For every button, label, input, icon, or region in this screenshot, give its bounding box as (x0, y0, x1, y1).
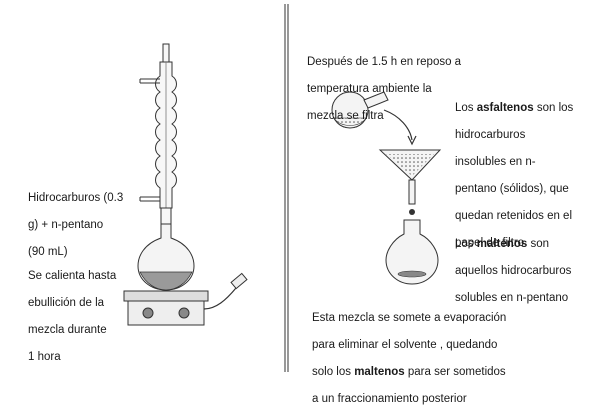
procedure-diagram (123, 4, 442, 372)
evaporation-label: Esta mezcla se somete a evaporación para… (312, 298, 506, 420)
pour-arrow (383, 109, 417, 146)
asphaltenes-line: papel de filtro (455, 236, 525, 249)
filter-step-line: temperatura ambiente la (307, 82, 432, 95)
asphaltenes-line: Los asfaltenos son los (455, 102, 573, 116)
maltenes-prefix: Los (455, 237, 477, 250)
heating-line: Se calienta hasta (28, 269, 117, 282)
reagents-line: (90 mL) (28, 245, 68, 258)
tilted-flask (331, 91, 389, 129)
heating-plate (123, 272, 248, 326)
heating-line: 1 hora (28, 350, 61, 363)
receiving-flask (385, 219, 439, 285)
maltenes-label: Los maltenos son aquellos hidrocarburos … (455, 224, 571, 319)
evaporation-line: a un fraccionamiento posterior (312, 392, 467, 405)
heating-line: ebullición de la (28, 296, 105, 309)
filter-funnel (378, 149, 442, 215)
evaporation-prefix: solo los (312, 365, 355, 378)
maltenes-term-evaporation: maltenos (354, 365, 405, 378)
filter-step-line: Después de 1.5 h en reposo a (307, 55, 462, 68)
evaporation-rest: para ser sometidos (404, 365, 506, 378)
filter-step-label: Después de 1.5 h en reposo a temperatura… (307, 42, 461, 137)
heating-line: mezcla durante (28, 323, 107, 336)
maltenes-line: Los maltenos son (455, 238, 571, 252)
evaporation-line: solo los maltenos para ser sometidos (312, 366, 506, 380)
reagents-line: Hidrocarburos (0.3 (28, 191, 124, 204)
asphaltenes-line: pentano (sólidos), que (455, 182, 569, 195)
asphaltenes-line: insolubles en n- (455, 155, 536, 168)
maltenes-term: maltenos (476, 237, 528, 250)
reagents-line: g) + n-pentano (28, 218, 104, 231)
heating-label: Se calienta hasta ebullición de la mezcl… (28, 256, 116, 378)
evaporation-line: Esta mezcla se somete a evaporación (312, 311, 507, 324)
maltenes-line: aquellos hidrocarburos (455, 264, 572, 277)
panel-divider (284, 4, 289, 372)
reflux-condenser (139, 43, 177, 225)
maltenes-line: solubles en n-pentano (455, 291, 569, 304)
round-bottom-flask (137, 223, 195, 291)
asphaltenes-prefix: Los (455, 101, 477, 114)
asphaltenes-line: hidrocarburos (455, 128, 526, 141)
asphaltenes-label: Los asfaltenos son los hidrocarburos ins… (455, 88, 573, 264)
maltenes-rest: son (527, 237, 549, 250)
asphaltenes-line: quedan retenidos en el (455, 209, 573, 222)
asphaltenes-term: asfaltenos (476, 101, 534, 114)
filter-step-line: mezcla se filtra (307, 109, 384, 122)
reagents-label: Hidrocarburos (0.3 g) + n-pentano (90 mL… (28, 178, 123, 273)
asphaltenes-rest: son los (533, 101, 574, 114)
evaporation-line: para eliminar el solvente , quedando (312, 338, 498, 351)
